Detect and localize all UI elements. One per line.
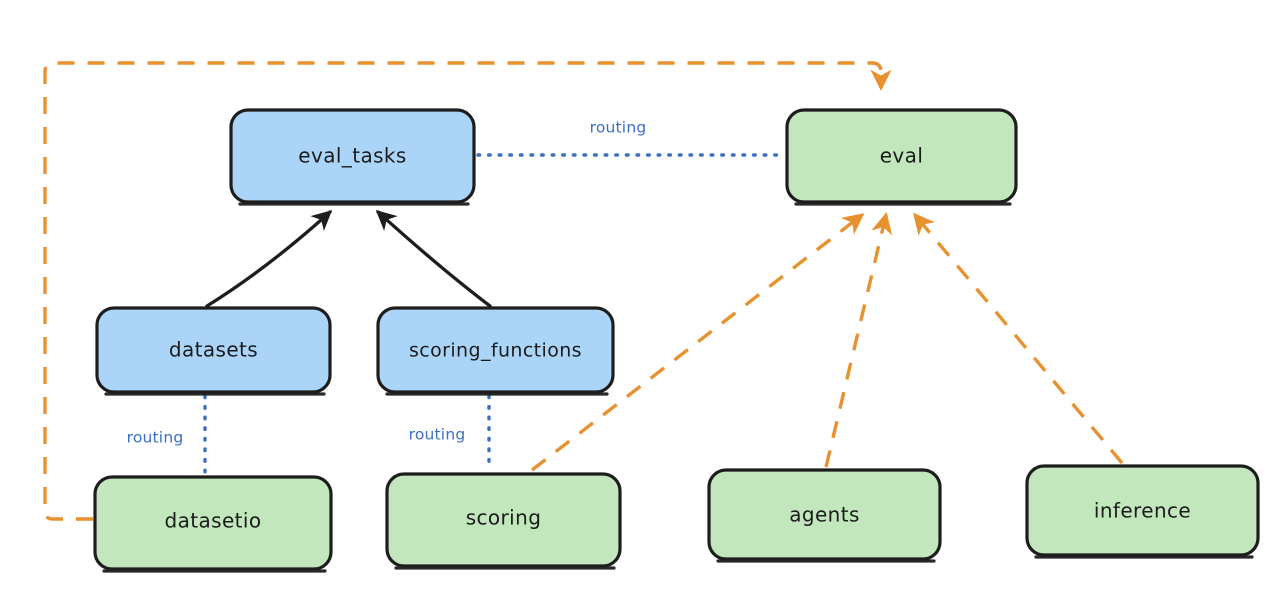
node-datasets-shape — [95, 306, 332, 394]
edge-inference-eval — [913, 212, 1124, 465]
edge-datasets-eval_tasks — [205, 210, 333, 308]
node-scoring_functions-shape — [376, 306, 615, 394]
node-eval-label: eval — [880, 144, 924, 168]
node-scoring-shape — [385, 472, 622, 568]
node-scoring_functions-label: scoring_functions — [409, 340, 582, 362]
node-scoring[interactable]: scoring — [385, 472, 622, 570]
node-inference-label: inference — [1094, 499, 1191, 523]
edge-agents-eval — [824, 212, 893, 468]
node-datasetio-shape — [93, 475, 333, 571]
edge-scoring-eval — [530, 213, 865, 472]
edge-label-layer: routing routing routing — [127, 119, 647, 447]
node-eval_tasks-shape — [229, 108, 476, 204]
edge-label-routing-eval: routing — [590, 119, 647, 137]
edge-label-routing-scoring: routing — [409, 426, 466, 444]
node-agents[interactable]: agents — [707, 468, 942, 563]
node-scoring_functions[interactable]: scoring_functions — [376, 306, 615, 396]
edge-layer — [43, 61, 1124, 521]
edge-scoring_functions-eval_tasks — [375, 210, 492, 308]
node-datasets-label: datasets — [169, 338, 258, 362]
node-datasets[interactable]: datasets — [95, 306, 332, 396]
edge-datasetio-eval — [43, 61, 892, 521]
node-layer: eval_tasks eval datasets scoring_functio… — [93, 108, 1260, 573]
node-agents-label: agents — [789, 503, 860, 527]
node-inference-shape — [1025, 464, 1260, 557]
edge-label-routing-datasetio: routing — [127, 429, 184, 447]
node-datasetio[interactable]: datasetio — [93, 475, 333, 573]
node-inference[interactable]: inference — [1025, 464, 1260, 559]
node-eval[interactable]: eval — [785, 108, 1018, 206]
node-eval-shape — [785, 108, 1018, 204]
node-datasetio-label: datasetio — [164, 509, 261, 533]
node-eval_tasks-label: eval_tasks — [298, 144, 406, 168]
node-agents-shape — [707, 468, 942, 561]
node-eval_tasks[interactable]: eval_tasks — [229, 108, 476, 206]
node-scoring-label: scoring — [466, 506, 542, 530]
